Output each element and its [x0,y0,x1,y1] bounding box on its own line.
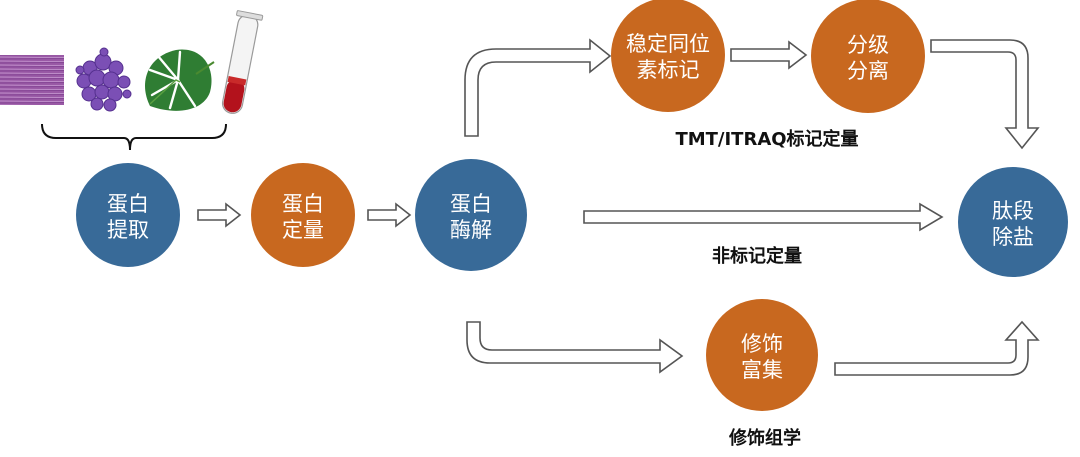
node-label-line1: 蛋白 [282,192,324,216]
leaf-image [145,49,215,111]
arrow-digestion-to-desalting [583,202,944,232]
protein-digestion-node: 蛋白 酶解 [415,159,527,271]
blood-tube-image [221,10,264,114]
node-label-line2: 定量 [282,218,324,242]
peptide-desalting-node: 肽段 除盐 [958,167,1068,277]
label-free-caption: 非标记定量 [712,245,802,267]
node-label-line1: 修饰 [741,332,783,356]
arrow-enrichment-to-desalting [834,320,1040,376]
tissue-image [0,55,64,105]
node-label-line2: 富集 [741,358,783,382]
arrow-quant-to-digestion [367,202,412,228]
cell-cluster-image [75,47,132,112]
sample-bracket [41,123,227,151]
fractionation-node: 分级 分离 [811,0,925,113]
ptm-caption: 修饰组学 [728,427,801,449]
arrow-digestion-to-labeling [464,38,612,137]
labeled-quant-caption: TMT/ITRAQ标记定量 [675,128,858,150]
node-label-line1: 蛋白 [107,192,149,216]
node-label-line2: 素标记 [637,58,700,82]
node-label-line1: 分级 [847,33,889,57]
node-label-line2: 提取 [107,218,149,242]
node-label-line1: 蛋白 [450,192,492,216]
node-label-line1: 肽段 [992,199,1034,223]
arrow-labeling-to-fractionation [730,40,808,70]
arrow-digestion-to-enrichment [466,321,684,374]
node-label-line2: 除盐 [992,225,1034,249]
arrow-extraction-to-quant [197,202,242,228]
protein-extraction-node: 蛋白 提取 [76,163,180,267]
arrow-fractionation-to-desalting [930,39,1040,150]
node-label-line2: 酶解 [450,218,492,242]
ptm-enrichment-node: 修饰 富集 [706,299,818,411]
node-label-line2: 分离 [847,59,889,83]
isotope-labeling-node: 稳定同位 素标记 [611,0,725,112]
protein-quant-node: 蛋白 定量 [251,163,355,267]
node-label-line1: 稳定同位 [626,32,710,56]
